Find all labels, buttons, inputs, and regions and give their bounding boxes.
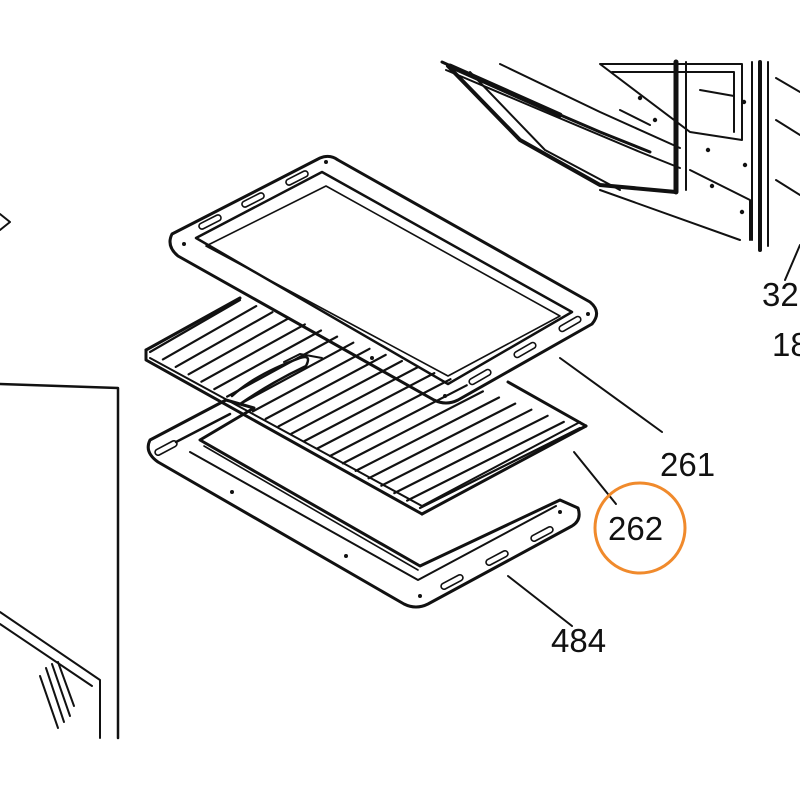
tray-slot xyxy=(198,170,582,386)
door-glass-panel xyxy=(0,382,120,740)
rack-bar xyxy=(148,298,242,354)
highlight-circle xyxy=(593,481,687,575)
rack-bar xyxy=(174,311,274,368)
rack-bar xyxy=(328,384,468,458)
rack-bar xyxy=(251,347,371,413)
callout-484: 484 xyxy=(551,622,606,659)
rack-bar xyxy=(238,341,355,406)
rack-bar xyxy=(264,353,387,420)
leader-lines xyxy=(507,357,663,627)
rack-bar xyxy=(367,402,517,480)
tray-slot xyxy=(154,439,554,591)
rack-bar xyxy=(277,359,403,428)
rack-bar xyxy=(406,420,565,502)
callout-261: 261 xyxy=(660,446,715,483)
wire-rack xyxy=(144,296,588,516)
rack-bar xyxy=(354,396,501,472)
lower-drip-tray xyxy=(146,398,581,609)
rack-bar xyxy=(213,329,323,391)
leader-484 xyxy=(507,575,573,627)
rack-bar xyxy=(418,426,582,510)
rack-bar xyxy=(200,323,306,383)
rack-bar xyxy=(380,408,533,487)
left-edge-fragment xyxy=(0,213,11,231)
rack-bar xyxy=(393,414,549,495)
rack-bar xyxy=(290,365,420,435)
oven-body xyxy=(440,59,800,281)
rack-bar xyxy=(187,317,290,376)
rack-bars xyxy=(148,298,582,510)
rack-bar xyxy=(316,378,452,450)
leader-261 xyxy=(559,357,663,433)
cut-label-18: 18 xyxy=(772,326,800,363)
rack-bar xyxy=(341,390,484,465)
upper-baking-tray xyxy=(168,154,598,405)
callout-262: 262 xyxy=(608,510,663,547)
rack-bar xyxy=(303,372,436,443)
cut-label-32: 32 xyxy=(762,276,799,313)
rack-bar xyxy=(161,305,258,361)
